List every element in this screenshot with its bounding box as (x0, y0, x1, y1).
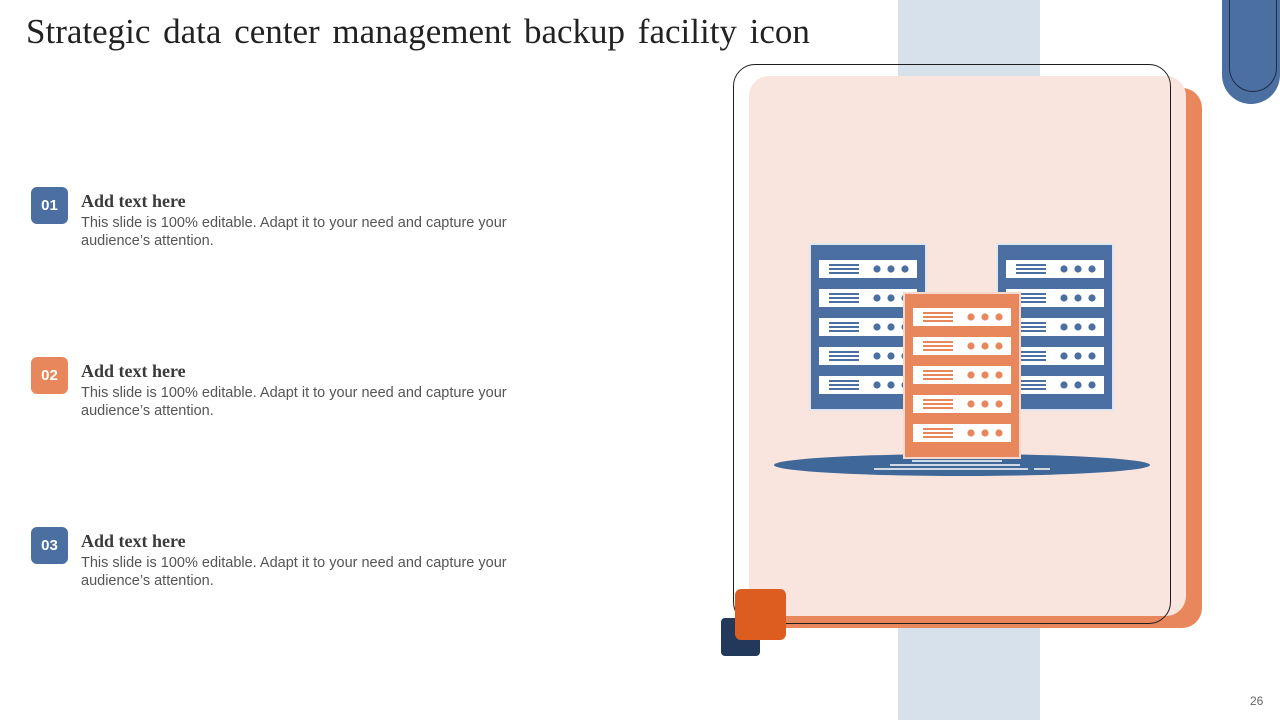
server-unit (1006, 260, 1104, 278)
item-body: This slide is 100% editable. Adapt it to… (81, 555, 507, 589)
number-badge: 03 (31, 527, 68, 564)
platform-lines (874, 460, 1050, 470)
server-unit (913, 366, 1011, 384)
corner-decoration-outline (1229, 0, 1277, 92)
item-body: This slide is 100% editable. Adapt it to… (81, 215, 507, 249)
server-unit (913, 395, 1011, 413)
decor-square-orange (735, 589, 786, 640)
server-unit (819, 289, 917, 307)
server-rack-center (903, 292, 1021, 459)
server-unit (913, 337, 1011, 355)
list-item-2: 02 Add text here This slide is 100% edit… (31, 357, 551, 427)
server-unit (819, 260, 917, 278)
list-item-3: 03 Add text here This slide is 100% edit… (31, 527, 551, 597)
slide-title: Strategic data center management backup … (26, 12, 810, 51)
server-unit (913, 308, 1011, 326)
server-unit (819, 347, 917, 365)
server-unit (819, 376, 917, 394)
list-item-1: 01 Add text here This slide is 100% edit… (31, 187, 551, 257)
item-heading: Add text here (81, 191, 186, 211)
number-badge: 02 (31, 357, 68, 394)
item-heading: Add text here (81, 361, 186, 381)
server-unit (819, 318, 917, 336)
server-unit (1006, 318, 1104, 336)
item-heading: Add text here (81, 531, 186, 551)
number-badge: 01 (31, 187, 68, 224)
item-body: This slide is 100% editable. Adapt it to… (81, 385, 507, 419)
page-number: 26 (1250, 694, 1264, 708)
server-racks-icon (774, 243, 1150, 476)
card-frame-outline (733, 64, 1171, 624)
server-unit (913, 424, 1011, 442)
